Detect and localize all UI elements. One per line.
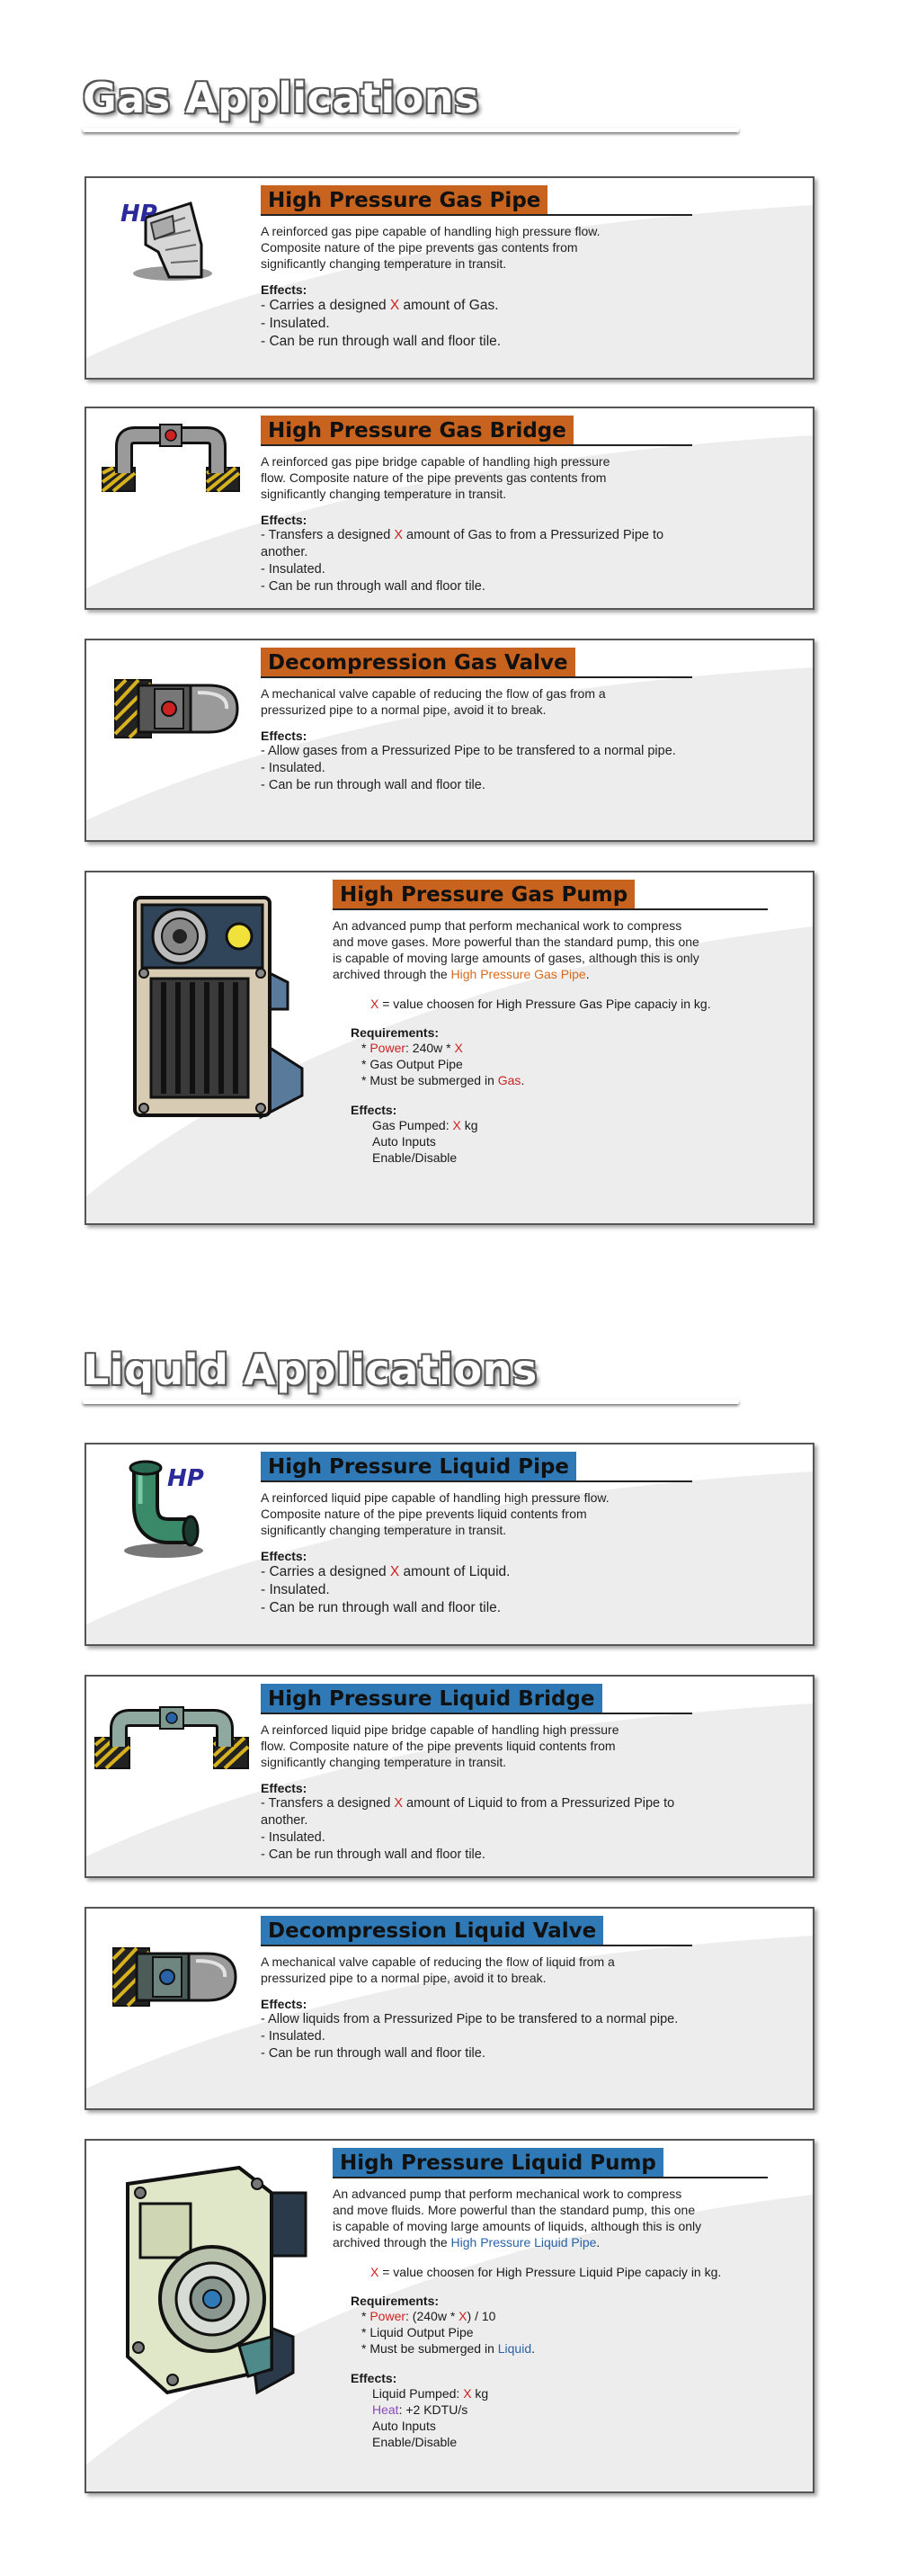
requirements-label: Requirements: (351, 1025, 440, 1040)
gas-valve-title: Decompression Gas Valve (261, 648, 575, 677)
gas-valve-icon (111, 673, 246, 745)
liquid-section-title: Liquid Applications (83, 1346, 538, 1394)
liquid-section-rule (83, 1400, 739, 1404)
card-background (86, 926, 813, 1223)
liquid-bridge-title: High Pressure Liquid Bridge (261, 1684, 602, 1713)
effects-list: - Allow gases from a Pressurized Pipe to… (261, 744, 676, 792)
card-background (86, 1704, 813, 1876)
pump-effects-label: Effects: (351, 1103, 397, 1117)
gas-section-title: Gas Applications (83, 74, 479, 122)
pump-effects-list: Liquid Pumped: X kg Heat: +2 KDTU/s Auto… (372, 2386, 489, 2449)
gas-pump-card: High Pressure Gas Pump An advanced pump … (85, 871, 814, 1225)
gas-bridge-description: A reinforced gas pipe bridge capable of … (261, 454, 610, 501)
x-value-note: X = value choosen for High Pressure Liqu… (370, 2265, 722, 2279)
card-background (86, 435, 813, 608)
effects-label: Effects: (261, 1549, 307, 1563)
gas-pump-icon (126, 892, 315, 1126)
gas-valve-card: Decompression Gas Valve A mechanical val… (85, 639, 814, 842)
gas-valve-description: A mechanical valve capable of reducing t… (261, 686, 606, 717)
hp-gas-pipe-description: A reinforced gas pipe capable of handlin… (261, 224, 601, 271)
hp-gas-pipe-title: High Pressure Gas Pipe (261, 185, 548, 215)
hp-badge: HP (167, 1465, 204, 1492)
x-value-note: X = value choosen for High Pressure Gas … (370, 997, 711, 1011)
liquid-pump-title: High Pressure Liquid Pump (333, 2148, 663, 2178)
pump-effects-label: Effects: (351, 2371, 397, 2385)
gas-bridge-icon (99, 423, 243, 504)
effects-list: - Transfers a designed X amount of Liqui… (261, 1796, 675, 1862)
liquid-valve-icon (110, 1941, 245, 2013)
hp-gas-pipe-link[interactable]: High Pressure Gas Pipe (450, 967, 586, 981)
card-background (86, 1936, 813, 2108)
gas-pump-title: High Pressure Gas Pump (333, 880, 636, 909)
effects-list: - Carries a designed X amount of Gas. - … (261, 298, 502, 349)
gas-bridge-title: High Pressure Gas Bridge (261, 416, 574, 445)
requirements-label: Requirements: (351, 2294, 440, 2308)
hp-liquid-pipe-card: HP High Pressure Liquid Pipe A reinforce… (85, 1443, 814, 1646)
requirements-list: * Power: 240w * X * Gas Output Pipe * Mu… (361, 1041, 525, 1087)
card-background (86, 667, 813, 840)
liquid-valve-title: Decompression Liquid Valve (261, 1916, 604, 1945)
card-background (86, 1471, 813, 1644)
gas-section-rule (83, 128, 739, 132)
effects-label: Effects: (261, 282, 307, 297)
gas-pump-description: An advanced pump that perform mechanical… (333, 918, 699, 981)
pump-effects-list: Gas Pumped: X kg Auto Inputs Enable/Disa… (372, 1118, 478, 1165)
effects-label: Effects: (261, 1781, 307, 1795)
requirements-list: * Power: (240w * X) / 10 * Liquid Output… (361, 2309, 536, 2356)
hp-gas-pipe-card: HP High Pressure Gas Pipe A reinforced g… (85, 176, 814, 380)
liquid-bridge-icon (92, 1704, 252, 1779)
liquid-bridge-description: A reinforced liquid pipe bridge capable … (261, 1722, 619, 1769)
gas-bridge-card: High Pressure Gas Bridge A reinforced ga… (85, 407, 814, 610)
liquid-bridge-card: High Pressure Liquid Bridge A reinforced… (85, 1675, 814, 1878)
liquid-pump-description: An advanced pump that perform mechanical… (333, 2187, 702, 2250)
liquid-pump-icon (113, 2157, 320, 2400)
hp-gas-pipe-icon: HP (119, 191, 218, 290)
liquid-valve-card: Decompression Liquid Valve A mechanical … (85, 1907, 814, 2110)
hp-liquid-pipe-title: High Pressure Liquid Pipe (261, 1452, 577, 1481)
effects-list: - Allow liquids from a Pressurized Pipe … (261, 2012, 679, 2061)
effects-label: Effects: (261, 1997, 307, 2011)
hp-liquid-pipe-description: A reinforced liquid pipe capable of hand… (261, 1490, 610, 1537)
liquid-pump-card: High Pressure Liquid Pump An advanced pu… (85, 2139, 814, 2493)
effects-list: - Carries a designed X amount of Liquid.… (261, 1564, 511, 1615)
card-background (86, 2195, 813, 2491)
hp-badge: HP (120, 201, 157, 228)
card-background (86, 205, 813, 378)
effects-label: Effects: (261, 513, 307, 527)
liquid-valve-description: A mechanical valve capable of reducing t… (261, 1954, 615, 1985)
hp-liquid-pipe-icon: HP (119, 1455, 236, 1563)
effects-list: - Transfers a designed X amount of Gas t… (261, 528, 664, 594)
hp-liquid-pipe-link[interactable]: High Pressure Liquid Pipe (450, 2235, 597, 2250)
effects-label: Effects: (261, 729, 307, 743)
